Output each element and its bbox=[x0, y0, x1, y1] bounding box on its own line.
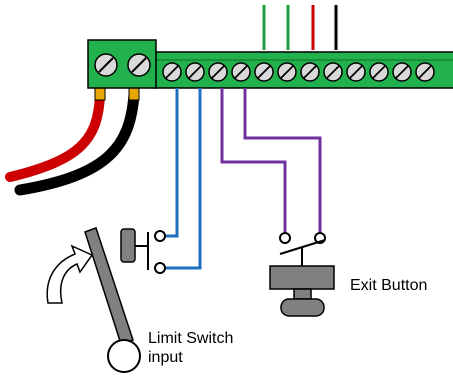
terminal-block-strip bbox=[153, 51, 453, 89]
screw-slot bbox=[349, 65, 363, 79]
exit-button-body bbox=[269, 265, 335, 290]
screw-slot bbox=[188, 65, 202, 79]
limit-switch-label: Limit Switch input bbox=[148, 330, 234, 366]
power-wire-black bbox=[14, 89, 140, 196]
exit-button-wires bbox=[220, 88, 322, 232]
limit-switch-actuator bbox=[120, 228, 136, 263]
exit-button-cap bbox=[280, 298, 325, 317]
screw-slot bbox=[326, 65, 340, 79]
power-terminal-block bbox=[87, 39, 157, 89]
push-button-icon bbox=[269, 232, 335, 317]
screw-slot bbox=[372, 65, 386, 79]
screw-slot bbox=[303, 65, 317, 79]
exit-button-stem bbox=[293, 288, 312, 300]
screw-slot bbox=[211, 65, 225, 79]
screw-slot bbox=[257, 65, 271, 79]
power-wire-red bbox=[5, 90, 105, 182]
limit-switch-wires bbox=[166, 88, 202, 270]
limit-switch-symbol bbox=[120, 228, 166, 274]
power-wires bbox=[5, 83, 140, 196]
limit-switch-lever-icon bbox=[84, 227, 141, 373]
screw-slot bbox=[395, 65, 409, 79]
screw-slot bbox=[418, 65, 432, 79]
arrow-icon bbox=[46, 244, 94, 304]
exit-button-label: Exit Button bbox=[350, 277, 428, 294]
screw-slot bbox=[234, 65, 248, 79]
screw-slot bbox=[280, 65, 294, 79]
top-wires bbox=[262, 5, 338, 50]
screw-slot bbox=[165, 65, 179, 79]
lever-roller bbox=[107, 339, 141, 373]
terminal-screws bbox=[162, 62, 435, 82]
